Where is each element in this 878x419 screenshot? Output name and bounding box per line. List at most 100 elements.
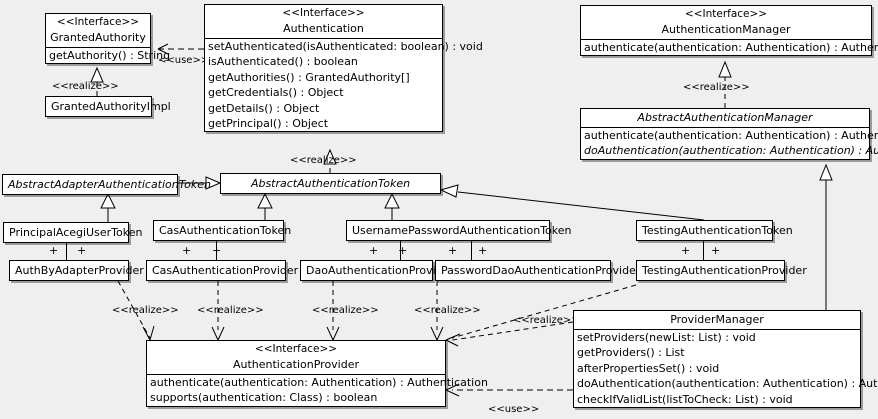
class-abstract-adapter-authentication-token[interactable]: AbstractAdapterAuthenticationToken — [2, 174, 211, 195]
compartment-separator — [46, 47, 150, 48]
class-name: TestingAuthenticationToken — [642, 224, 793, 237]
compartment-separator — [581, 39, 871, 40]
operation: afterPropertiesSet() : void — [577, 361, 720, 375]
class-header: PasswordDaoAuthenticationProvider — [436, 261, 640, 280]
relationship-label-realize-dao-provider: <<realize>> — [312, 305, 379, 316]
class-abstract-authentication-manager[interactable]: AbstractAuthenticationManager authentica… — [580, 108, 878, 160]
class-header: AbstractAuthenticationManager — [581, 109, 869, 127]
class-name: TestingAuthenticationProvider — [642, 264, 807, 277]
class-username-password-authentication-token[interactable]: UsernamePasswordAuthenticationToken — [346, 220, 572, 241]
compartment-separator — [581, 127, 869, 128]
operation: getProviders() : List — [577, 346, 685, 360]
relationship-label-use-granted-authority: <<use>> — [158, 55, 210, 66]
class-granted-authority[interactable]: <<Interface>> GrantedAuthority getAuthor… — [45, 13, 171, 65]
class-header: CasAuthenticationToken — [154, 221, 292, 240]
multiplicity-marker: + — [398, 244, 408, 257]
association-uname-token-dao-provider — [400, 241, 401, 261]
class-name: GrantedAuthority — [50, 31, 146, 44]
relationship-label-realize-provider-manager: <<realize>> — [513, 315, 580, 326]
class-testing-authentication-provider[interactable]: TestingAuthenticationProvider — [636, 260, 807, 281]
operation: getCredentials() : Object — [208, 86, 344, 100]
operation: doAuthentication(authentication: Authent… — [577, 377, 878, 391]
operations-compartment: authenticate(authentication: Authenticat… — [147, 375, 488, 406]
class-name: PrincipalAcegiUserToken — [9, 226, 143, 239]
relationship-label-realize-cas-provider: <<realize>> — [197, 305, 264, 316]
class-granted-authority-impl[interactable]: GrantedAuthorityImpl — [45, 96, 171, 117]
class-provider-manager[interactable]: ProviderManager setProviders(newList: Li… — [573, 310, 878, 409]
operations-compartment: setAuthenticated(isAuthenticated: boolea… — [205, 39, 483, 131]
class-authentication-manager[interactable]: <<Interface>> AuthenticationManager auth… — [580, 5, 878, 57]
operation: isAuthenticated() : boolean — [208, 55, 358, 69]
class-password-dao-authentication-provider[interactable]: PasswordDaoAuthenticationProvider — [435, 260, 640, 281]
operations-compartment: authenticate(authentication: Authenticat… — [581, 40, 878, 55]
stereotype-label: <<Interface>> — [56, 16, 140, 28]
class-name: AuthByAdapterProvider — [15, 264, 144, 277]
relationship-label-realize-granted-authority-impl: <<realize>> — [52, 81, 119, 92]
relationship-label-realize-abstract-auth-token: <<realize>> — [290, 155, 357, 166]
multiplicity-marker: + — [369, 244, 379, 257]
class-header: AbstractAuthenticationToken — [221, 174, 440, 193]
compartment-separator — [147, 374, 445, 375]
operation: supports(authentication: Class) : boolea… — [150, 391, 378, 405]
multiplicity-marker: + — [681, 244, 691, 257]
class-name: UsernamePasswordAuthenticationToken — [352, 224, 572, 237]
relationship-label-realize-abstract-auth-manager: <<realize>> — [683, 82, 750, 93]
class-cas-authentication-token[interactable]: CasAuthenticationToken — [153, 220, 292, 241]
association-testing-token-testing-provider — [703, 241, 704, 261]
operation: setProviders(newList: List) : void — [577, 331, 756, 344]
class-name: DaoAuthenticationProvider — [306, 264, 454, 277]
class-header: TestingAuthenticationToken — [637, 221, 793, 240]
operation: getAuthorities() : GrantedAuthority[] — [208, 70, 410, 84]
class-name: AuthenticationManager — [661, 23, 791, 36]
class-abstract-authentication-token[interactable]: AbstractAuthenticationToken — [220, 173, 441, 194]
operation: setAuthenticated(isAuthenticated: boolea… — [208, 40, 483, 53]
class-name: CasAuthenticationProvider — [152, 264, 299, 277]
relationship-label-use-provider-manager: <<use>> — [488, 404, 540, 415]
multiplicity-marker: + — [49, 244, 59, 257]
class-header: TestingAuthenticationProvider — [637, 261, 807, 280]
relationship-label-realize-password-dao-provider: <<realize>> — [414, 305, 481, 316]
class-header: <<Interface>> GrantedAuthority — [46, 14, 150, 47]
multiplicity-marker: + — [478, 244, 488, 257]
class-name: AbstractAuthenticationManager — [637, 111, 813, 124]
class-authentication[interactable]: <<Interface>> Authentication setAuthenti… — [204, 4, 483, 133]
class-header: ProviderManager — [574, 311, 860, 329]
class-header: <<Interface>> Authentication — [205, 5, 442, 38]
multiplicity-marker: + — [212, 244, 222, 257]
class-header: <<Interface>> AuthenticationProvider — [147, 341, 445, 374]
class-auth-by-adapter-provider[interactable]: AuthByAdapterProvider — [9, 260, 144, 281]
operations-compartment: getAuthority() : String — [46, 48, 171, 63]
class-name: ProviderManager — [670, 313, 764, 326]
relationship-label-realize-auth-by-adapter: <<realize>> — [112, 305, 179, 316]
class-name: GrantedAuthorityImpl — [51, 100, 171, 113]
class-cas-authentication-provider[interactable]: CasAuthenticationProvider — [146, 260, 299, 281]
class-dao-authentication-provider[interactable]: DaoAuthenticationProvider — [300, 260, 454, 281]
operation-abstract: doAuthentication(authentication: Authent… — [584, 144, 878, 158]
class-principal-acegi-user-token[interactable]: PrincipalAcegiUserToken — [3, 222, 143, 243]
multiplicity-marker: + — [448, 244, 458, 257]
stereotype-label: <<Interface>> — [684, 8, 768, 20]
class-name: AbstractAdapterAuthenticationToken — [8, 178, 211, 191]
class-header: PrincipalAcegiUserToken — [4, 223, 143, 242]
association-cas-token-cas-provider — [216, 241, 217, 261]
class-authentication-provider[interactable]: <<Interface>> AuthenticationProvider aut… — [146, 340, 488, 407]
class-name: AuthenticationProvider — [232, 358, 360, 371]
class-header: UsernamePasswordAuthenticationToken — [347, 221, 572, 240]
class-header: DaoAuthenticationProvider — [301, 261, 454, 280]
association-uname-token-password-dao-provider — [471, 241, 472, 261]
operation: authenticate(authentication: Authenticat… — [584, 129, 878, 142]
class-name: Authentication — [283, 22, 364, 35]
class-header: <<Interface>> AuthenticationManager — [581, 6, 871, 39]
operation: getDetails() : Object — [208, 101, 320, 115]
class-header: AuthByAdapterProvider — [10, 261, 144, 280]
class-header: CasAuthenticationProvider — [147, 261, 299, 280]
association-principal-token-auth-by-adapter — [66, 241, 67, 261]
operations-compartment: authenticate(authentication: Authenticat… — [581, 128, 878, 159]
operation: getAuthority() : String — [49, 49, 171, 62]
class-name: AbstractAuthenticationToken — [250, 177, 411, 190]
class-name: CasAuthenticationToken — [159, 224, 292, 237]
class-testing-authentication-token[interactable]: TestingAuthenticationToken — [636, 220, 793, 241]
class-header: GrantedAuthorityImpl — [46, 97, 171, 116]
operations-compartment: setProviders(newList: List) : void getPr… — [574, 330, 878, 407]
